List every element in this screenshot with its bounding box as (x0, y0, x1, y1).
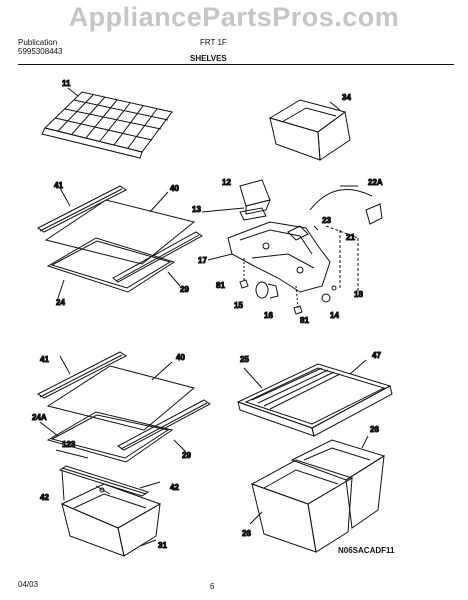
publication-number: 5995308443 (18, 47, 63, 56)
crisper-cover (236, 359, 393, 437)
section-title: SHELVES (190, 54, 227, 63)
callout-18: 18 (354, 290, 363, 299)
meat-drawer (60, 483, 162, 557)
callout-23: 23 (322, 216, 331, 225)
upper-glass-shelf-assembly (37, 185, 203, 299)
callout-14: 14 (330, 311, 339, 320)
footer-page-number: 6 (210, 582, 215, 591)
crisper-drawers (249, 435, 386, 553)
callout-16: 16 (264, 311, 273, 320)
callout-42-left: 42 (40, 493, 49, 502)
watermark: AppliancePartsPros.com (68, 2, 400, 32)
callout-11: 11 (62, 79, 71, 88)
callout-34: 34 (342, 93, 351, 102)
callout-12: 12 (222, 178, 231, 187)
lower-glass-shelf-assembly (37, 351, 211, 501)
callout-22A: 22A (368, 178, 383, 187)
publication-label: Publication (18, 38, 58, 47)
callout-40-lower: 40 (176, 353, 185, 362)
callout-26-bottom: 26 (242, 529, 251, 538)
callout-25: 25 (240, 355, 249, 364)
callout-123: 123 (62, 440, 76, 449)
callout-42-right: 42 (170, 483, 179, 492)
callout-24A: 24A (32, 413, 47, 422)
callout-81-bottom: 81 (300, 316, 309, 325)
wire-shelf (41, 87, 173, 159)
freezer-basket (268, 99, 351, 161)
callout-13: 13 (192, 205, 201, 214)
control-housing-assembly (201, 179, 383, 315)
callout-81-left: 81 (216, 281, 225, 290)
callout-21: 21 (346, 233, 355, 242)
footer-date: 04/03 (18, 580, 39, 589)
callout-41-upper: 41 (54, 181, 63, 190)
callout-29-lower: 29 (182, 451, 191, 460)
callout-31: 31 (158, 541, 167, 550)
callout-40-upper: 40 (170, 184, 179, 193)
model-number: FRT 1F (200, 38, 227, 47)
diagram-code: N06SACADF11 (338, 546, 395, 555)
callout-24: 24 (56, 298, 65, 307)
callout-29-upper: 29 (180, 285, 189, 294)
callout-17: 17 (198, 256, 207, 265)
callout-15: 15 (234, 301, 243, 310)
callout-47: 47 (372, 351, 381, 360)
callout-41-lower: 41 (40, 355, 49, 364)
header-rule (18, 64, 454, 65)
callout-26-top: 26 (370, 425, 379, 434)
